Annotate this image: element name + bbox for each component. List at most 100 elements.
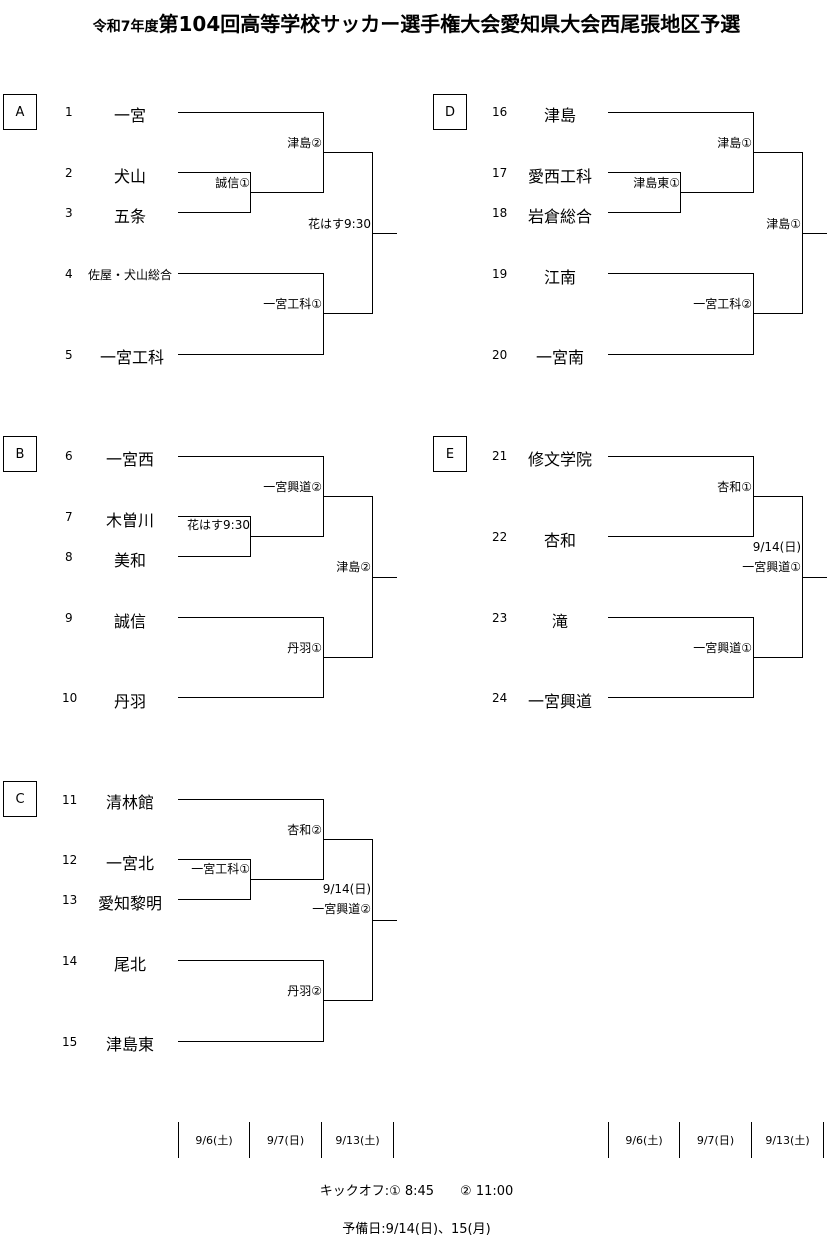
page-title: 令和7年度第104回高等学校サッカー選手権大会愛知県大会西尾張地区予選 — [0, 8, 833, 37]
bracket-line — [323, 657, 373, 658]
seed-number: 14 — [62, 954, 78, 968]
date-row-left: 9/6(土) 9/7(日) 9/13(土) — [178, 1122, 394, 1158]
date-cell: 9/7(日) — [250, 1122, 322, 1158]
bracket-line — [178, 799, 324, 800]
date-cell: 9/6(土) — [608, 1122, 680, 1158]
bracket-line — [608, 354, 754, 355]
team-name: 一宮南 — [535, 348, 584, 367]
bracket-line — [608, 172, 681, 173]
seed-number: 6 — [65, 449, 73, 463]
team-name: 愛西工科 — [527, 167, 592, 186]
seed-number: 9 — [65, 611, 73, 625]
bracket-line — [608, 617, 754, 618]
team-name: 誠信 — [113, 612, 146, 631]
date-cell: 9/13(土) — [752, 1122, 824, 1158]
seed-number: 3 — [65, 206, 73, 220]
date-row-right: 9/6(土) 9/7(日) 9/13(土) — [608, 1122, 824, 1158]
team-name: 佐屋・犬山総合 — [87, 268, 172, 282]
final-date: 9/14(日) — [752, 540, 801, 554]
block-label: C — [3, 781, 37, 817]
bracket-line — [250, 879, 324, 880]
bracket-line — [802, 233, 827, 234]
result-label: 一宮興道① — [693, 641, 752, 655]
team-name: 一宮 — [113, 106, 146, 125]
team-name: 美和 — [113, 551, 146, 570]
date-cell: 9/7(日) — [680, 1122, 752, 1158]
bracket-line — [178, 960, 324, 961]
bracket-line — [680, 192, 754, 193]
result-label: 一宮工科① — [263, 297, 322, 311]
bracket-line — [372, 577, 397, 578]
bracket-line — [608, 697, 754, 698]
bracket-line — [608, 536, 754, 537]
block-label: D — [433, 94, 467, 130]
seed-number: 18 — [492, 206, 508, 220]
team-name: 杏和 — [543, 531, 576, 550]
bracket-line — [178, 697, 324, 698]
team-name: 岩倉総合 — [527, 207, 592, 226]
bracket-line — [178, 859, 251, 860]
seed-number: 21 — [492, 449, 508, 463]
seed-number: 23 — [492, 611, 508, 625]
seed-number: 8 — [65, 550, 73, 564]
team-name: 一宮興道 — [527, 692, 592, 711]
result-label: 誠信① — [215, 176, 250, 190]
result-label: 一宮工科① — [191, 862, 250, 876]
final-date: 9/14(日) — [322, 882, 371, 896]
bracket-line — [323, 152, 373, 153]
bracket-line — [178, 899, 251, 900]
seed-number: 13 — [62, 893, 78, 907]
team-name: 犬山 — [113, 167, 146, 186]
bracket-line — [178, 1041, 324, 1042]
team-name: 尾北 — [113, 955, 146, 974]
seed-number: 11 — [62, 793, 78, 807]
block-label: E — [433, 436, 467, 472]
team-name: 津島東 — [105, 1035, 154, 1054]
result-label: 津島① — [717, 136, 752, 150]
seed-number: 4 — [65, 267, 73, 281]
bracket-line — [178, 617, 324, 618]
result-label: 津島② — [336, 560, 371, 574]
bracket-line — [178, 516, 251, 517]
seed-number: 19 — [492, 267, 508, 281]
seed-number: 7 — [65, 510, 73, 524]
seed-number: 22 — [492, 530, 508, 544]
bracket-line — [250, 192, 324, 193]
seed-number: 5 — [65, 348, 73, 362]
bracket-line — [178, 273, 324, 274]
seed-number: 2 — [65, 166, 73, 180]
result-label: 丹羽② — [287, 984, 322, 998]
team-name: 津島 — [543, 106, 576, 125]
bracket-line — [753, 273, 754, 355]
team-name: 清林館 — [105, 793, 154, 812]
result-label: 花はす9:30 — [187, 518, 250, 532]
seed-number: 15 — [62, 1035, 78, 1049]
bracket-line — [608, 212, 681, 213]
bracket-line — [178, 112, 324, 113]
bracket-line — [753, 313, 803, 314]
result-label: 丹羽① — [287, 641, 322, 655]
result-label: 津島東① — [633, 176, 680, 190]
seed-number: 20 — [492, 348, 508, 362]
result-label: 津島① — [766, 217, 801, 231]
bracket-line — [323, 313, 373, 314]
bracket-line — [323, 839, 373, 840]
bracket-line — [323, 496, 373, 497]
reserve-day-note: 予備日:9/14(日)、15(月) — [342, 1222, 491, 1237]
result-label: 杏和① — [717, 480, 752, 494]
date-cell: 9/13(土) — [322, 1122, 394, 1158]
seed-number: 12 — [62, 853, 78, 867]
block-label: A — [3, 94, 37, 130]
bracket-line — [178, 212, 251, 213]
bracket-line — [753, 152, 803, 153]
bracket-line — [323, 960, 324, 1042]
result-label: 津島② — [287, 136, 322, 150]
bracket-line — [372, 920, 397, 921]
seed-number: 24 — [492, 691, 508, 705]
result-label: 一宮興道② — [312, 902, 371, 916]
bracket-line — [802, 577, 827, 578]
result-label: 杏和② — [287, 823, 322, 837]
team-name: 一宮北 — [105, 854, 154, 873]
team-name: 愛知黎明 — [97, 894, 162, 913]
seed-number: 16 — [492, 105, 508, 119]
